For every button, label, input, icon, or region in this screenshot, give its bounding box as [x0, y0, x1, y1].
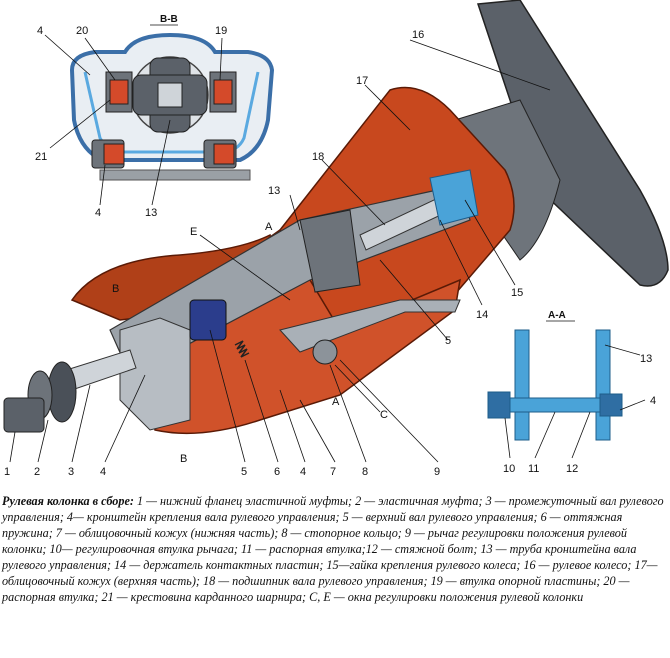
- label-2: 2: [34, 466, 40, 478]
- label-16: 16: [412, 29, 424, 41]
- label-4-bottom: 4: [100, 466, 106, 478]
- section-bb-view: В-В: [69, 14, 275, 181]
- label-C: C: [380, 409, 388, 421]
- label-B-top: B: [112, 283, 119, 295]
- label-5-right: 5: [445, 335, 451, 347]
- leader-lines: [9, 34, 646, 463]
- label-4-top: 4: [37, 25, 43, 37]
- label-20: 20: [76, 25, 88, 37]
- label-B-bottom: B: [180, 453, 187, 465]
- figure-caption: Рулевая колонка в сборе: 1 — нижний флан…: [2, 493, 666, 605]
- label-14: 14: [476, 309, 488, 321]
- label-A-top: A: [265, 221, 273, 233]
- section-aa-title: А-А: [548, 310, 566, 321]
- label-E: E: [190, 226, 197, 238]
- section-bb-title: В-В: [160, 14, 178, 25]
- label-12: 12: [566, 463, 578, 475]
- label-5-bottom: 5: [241, 466, 247, 478]
- part-labels: 4 20 19 21 4 13 16 17 13 18 15 14 5 E A …: [4, 25, 656, 478]
- label-4-bottom-2: 4: [300, 466, 306, 478]
- label-8: 8: [362, 466, 368, 478]
- label-10: 10: [503, 463, 515, 475]
- column-assembly: [3, 86, 515, 435]
- label-1: 1: [4, 466, 10, 478]
- steering-column-diagram: В-В: [3, 0, 669, 478]
- label-4-bb: 4: [95, 207, 101, 219]
- caption-text: 1 — нижний фланец эластичной муфты; 2 — …: [2, 494, 664, 604]
- label-6: 6: [274, 466, 280, 478]
- caption-title: Рулевая колонка в сборе:: [2, 494, 134, 508]
- label-7: 7: [330, 466, 336, 478]
- label-13-main: 13: [268, 185, 280, 197]
- section-aa-view: А-А: [487, 310, 623, 441]
- steering-wheel: [476, 0, 669, 287]
- label-17: 17: [356, 75, 368, 87]
- label-19: 19: [215, 25, 227, 37]
- label-13-bb: 13: [145, 207, 157, 219]
- label-9: 9: [434, 466, 440, 478]
- label-3: 3: [68, 466, 74, 478]
- label-15: 15: [511, 287, 523, 299]
- label-11: 11: [528, 463, 539, 475]
- label-13-aa: 13: [640, 353, 652, 365]
- label-4-aa: 4: [650, 395, 656, 407]
- label-18: 18: [312, 151, 324, 163]
- label-21: 21: [35, 151, 47, 163]
- label-A-bottom: A: [332, 396, 340, 408]
